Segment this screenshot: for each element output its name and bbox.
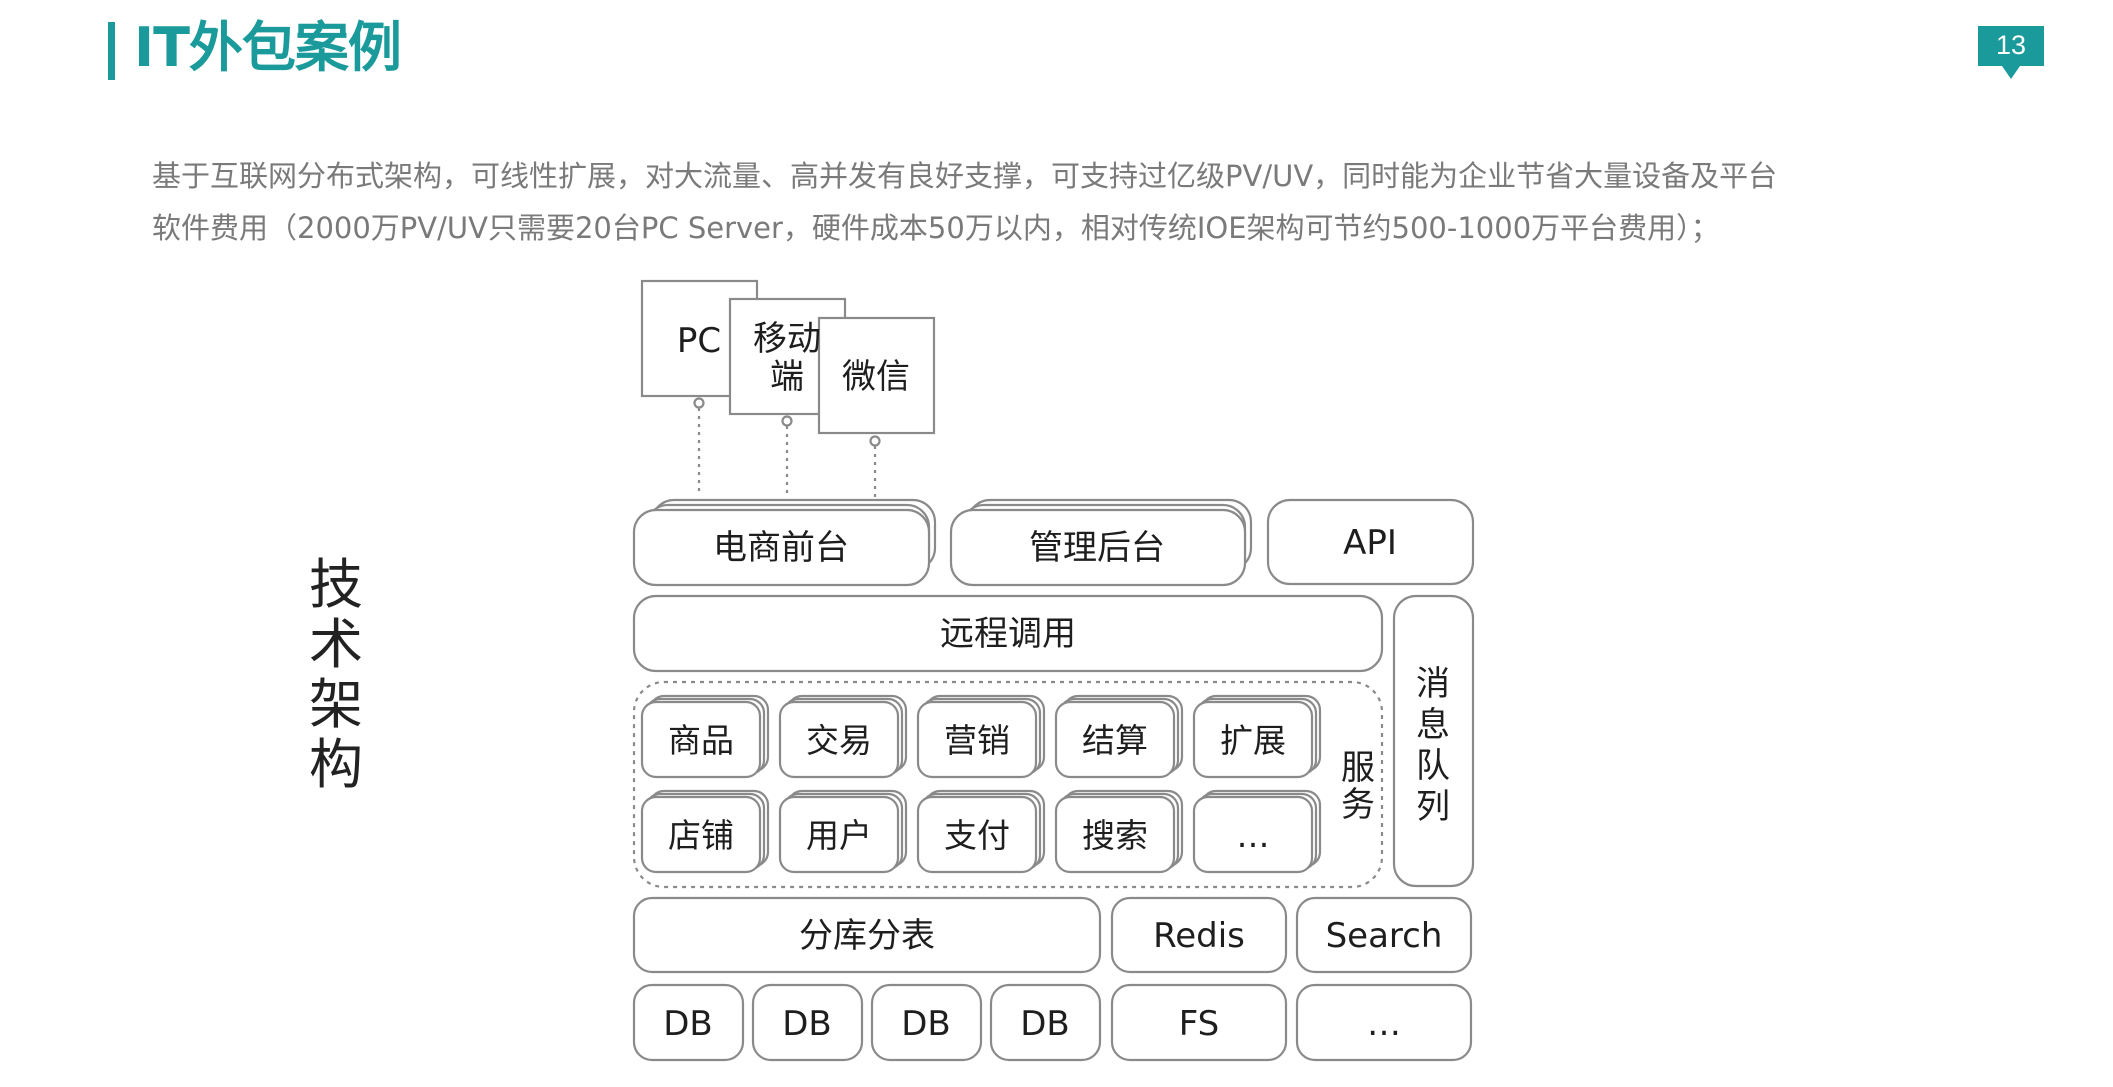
side-label-tech-architecture: 技 术 架 构: [306, 555, 366, 795]
service-box: [916, 700, 1038, 779]
services-label-char: 务: [1341, 785, 1375, 825]
description-line-2: 软件费用（2000万PV/UV只需要20台PC Server，硬件成本50万以内…: [152, 211, 1720, 245]
service-label: 搜索: [1082, 816, 1148, 855]
page-number-badge: 13: [1978, 26, 2044, 80]
fs-box: [1110, 983, 1288, 1062]
db-box: [870, 983, 983, 1062]
service-box: [1054, 700, 1176, 779]
frontend-label-ecommerce: 电商前台: [713, 528, 849, 568]
description-text: 基于互联网分布式架构，可线性扩展，对大流量、高并发有良好支撑，可支持过亿级PV/…: [152, 150, 1912, 254]
db-label: DB: [782, 1004, 832, 1044]
frontend-label-api: API: [1343, 523, 1397, 563]
rpc-label: 远程调用: [940, 614, 1076, 654]
description-line-1: 基于互联网分布式架构，可线性扩展，对大流量、高并发有良好支撑，可支持过亿级PV/…: [152, 159, 1778, 193]
service-box: [778, 795, 900, 874]
redis-box: [1110, 896, 1288, 974]
search-box: [1295, 896, 1473, 974]
client-label-wechat: 微信: [842, 357, 910, 397]
service-label: …: [1237, 816, 1270, 855]
service-label: 店铺: [668, 816, 734, 855]
service-label: 用户: [806, 816, 872, 855]
side-label-char: 构: [309, 733, 363, 796]
db-label: DB: [1020, 1004, 1070, 1044]
client-label-mobile-2: 端: [770, 357, 804, 397]
mq-label-char: 消: [1416, 664, 1450, 704]
service-label: 交易: [806, 721, 872, 760]
side-label-char: 术: [309, 613, 363, 676]
side-label-char: 技: [309, 553, 363, 616]
service-label: 营销: [944, 721, 1010, 760]
service-label: 支付: [944, 816, 1010, 855]
db-label: DB: [901, 1004, 951, 1044]
service-label: 商品: [668, 721, 734, 760]
frontend-ecommerce-box: [632, 508, 931, 587]
service-box: [1054, 795, 1176, 874]
service-box: [1192, 795, 1314, 874]
page-title: IT外包案例: [134, 16, 402, 79]
sharding-box: [632, 896, 1102, 974]
service-box: [640, 700, 762, 779]
sharding-label: 分库分表: [799, 916, 935, 956]
search-label: Search: [1326, 916, 1443, 956]
services-label-char: 服: [1341, 748, 1375, 788]
side-label-char: 架: [309, 673, 363, 736]
more-storage-label: …: [1367, 1004, 1401, 1044]
mq-label-char: 列: [1416, 787, 1450, 827]
service-box: [640, 795, 762, 874]
mq-label-char: 息: [1416, 705, 1450, 745]
db-label: DB: [663, 1004, 713, 1044]
rpc-box: [632, 594, 1384, 673]
mq-label-char: 队: [1416, 746, 1450, 786]
service-label: 扩展: [1220, 721, 1286, 760]
message-queue-box: [1392, 594, 1475, 888]
title-accent-bar: [108, 22, 115, 80]
client-label-mobile-1: 移动: [753, 319, 821, 359]
frontend-admin-box: [949, 508, 1247, 587]
db-box: [751, 983, 864, 1062]
client-box-wechat: [817, 316, 936, 435]
service-box: [778, 700, 900, 779]
db-box: [989, 983, 1102, 1062]
redis-label: Redis: [1153, 916, 1245, 956]
frontend-label-admin: 管理后台: [1029, 528, 1165, 568]
service-box: [916, 795, 1038, 874]
db-box: [632, 983, 745, 1062]
page-number: 13: [1995, 30, 2027, 60]
service-label: 结算: [1082, 721, 1148, 760]
more-storage-box: [1295, 983, 1473, 1062]
service-box: [1192, 700, 1314, 779]
client-label-pc: PC: [677, 321, 721, 361]
frontend-api-box: [1266, 498, 1475, 586]
fs-label: FS: [1179, 1004, 1220, 1044]
